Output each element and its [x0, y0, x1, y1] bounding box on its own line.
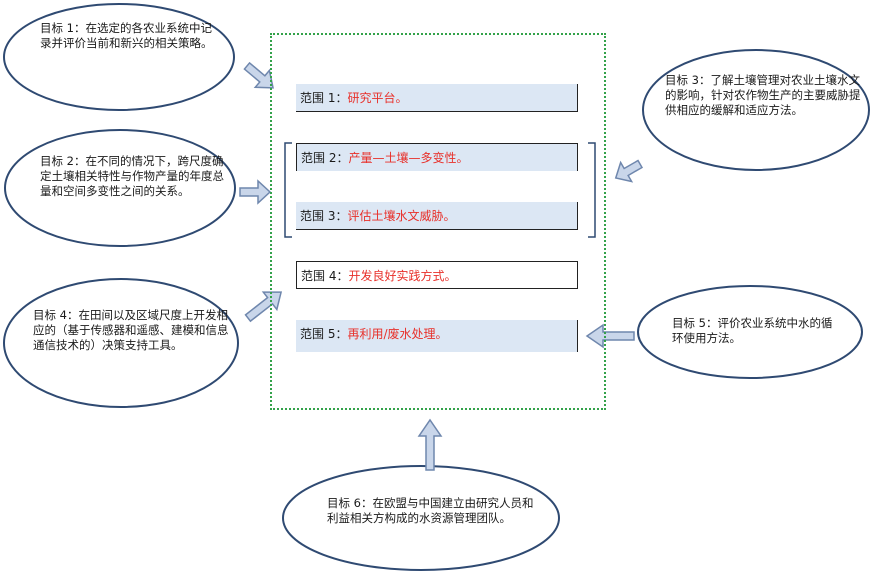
scope-3: 范围 3：评估土壤水文威胁。 [296, 202, 578, 230]
scope-3-label: 范围 3： [300, 209, 348, 223]
goal-1-ellipse [3, 3, 235, 111]
goal-2-ellipse [4, 129, 236, 247]
left-bracket [284, 142, 292, 238]
scope-container [270, 33, 606, 410]
scope-5-text: 再利用/废水处理。 [347, 327, 448, 341]
arrow-goal-4 [244, 291, 283, 323]
scope-4: 范围 4：开发良好实践方式。 [296, 261, 578, 289]
scope-5: 范围 5：再利用/废水处理。 [296, 320, 578, 352]
arrow-goal-6 [417, 418, 443, 471]
scope-2-text: 产量—土壤—多变性。 [348, 151, 469, 165]
scope-5-label: 范围 5： [300, 327, 348, 341]
right-bracket [588, 142, 596, 238]
scope-4-label: 范围 4： [301, 269, 349, 283]
scope-2-label: 范围 2： [301, 151, 349, 165]
scope-4-text: 开发良好实践方式。 [348, 269, 457, 283]
arrow-goal-1 [243, 61, 274, 89]
arrow-goal-2 [239, 179, 272, 205]
arrow-goal-3 [614, 159, 644, 183]
goal-6-text: 目标 6：在欧盟与中国建立由研究人员和利益相关方构成的水资源管理团队。 [327, 496, 534, 525]
goal-1-text: 目标 1：在选定的各农业系统中记录并评价当前和新兴的相关策略。 [40, 21, 213, 50]
goal-3-text: 目标 3：了解土壤管理对农业土壤水文的影响，针对农作物生产的主要威胁提供相应的缓… [665, 73, 861, 117]
scope-2: 范围 2：产量—土壤—多变性。 [296, 143, 578, 171]
goal-6-ellipse [282, 465, 560, 571]
goal-4-ellipse [3, 278, 239, 408]
scope-3-text: 评估土壤水文威胁。 [347, 209, 456, 223]
goal-5-text: 目标 5：评价农业系统中水的循环使用方法。 [672, 316, 833, 345]
goal-4-text: 目标 4：在田间以及区域尺度上开发相应的（基于传感器和遥感、建模和信息通信技术的… [33, 308, 229, 352]
scope-1-text: 研究平台。 [347, 91, 408, 105]
arrow-goal-5 [585, 323, 635, 349]
scope-1-label: 范围 1： [300, 91, 348, 105]
goal-2-text: 目标 2：在不同的情况下，跨尺度确定土壤相关特性与作物产量的年度总量和空间多变性… [40, 154, 224, 198]
goal-3-ellipse [642, 49, 870, 171]
goal-5-ellipse [637, 285, 863, 379]
scope-1: 范围 1：研究平台。 [296, 84, 578, 112]
